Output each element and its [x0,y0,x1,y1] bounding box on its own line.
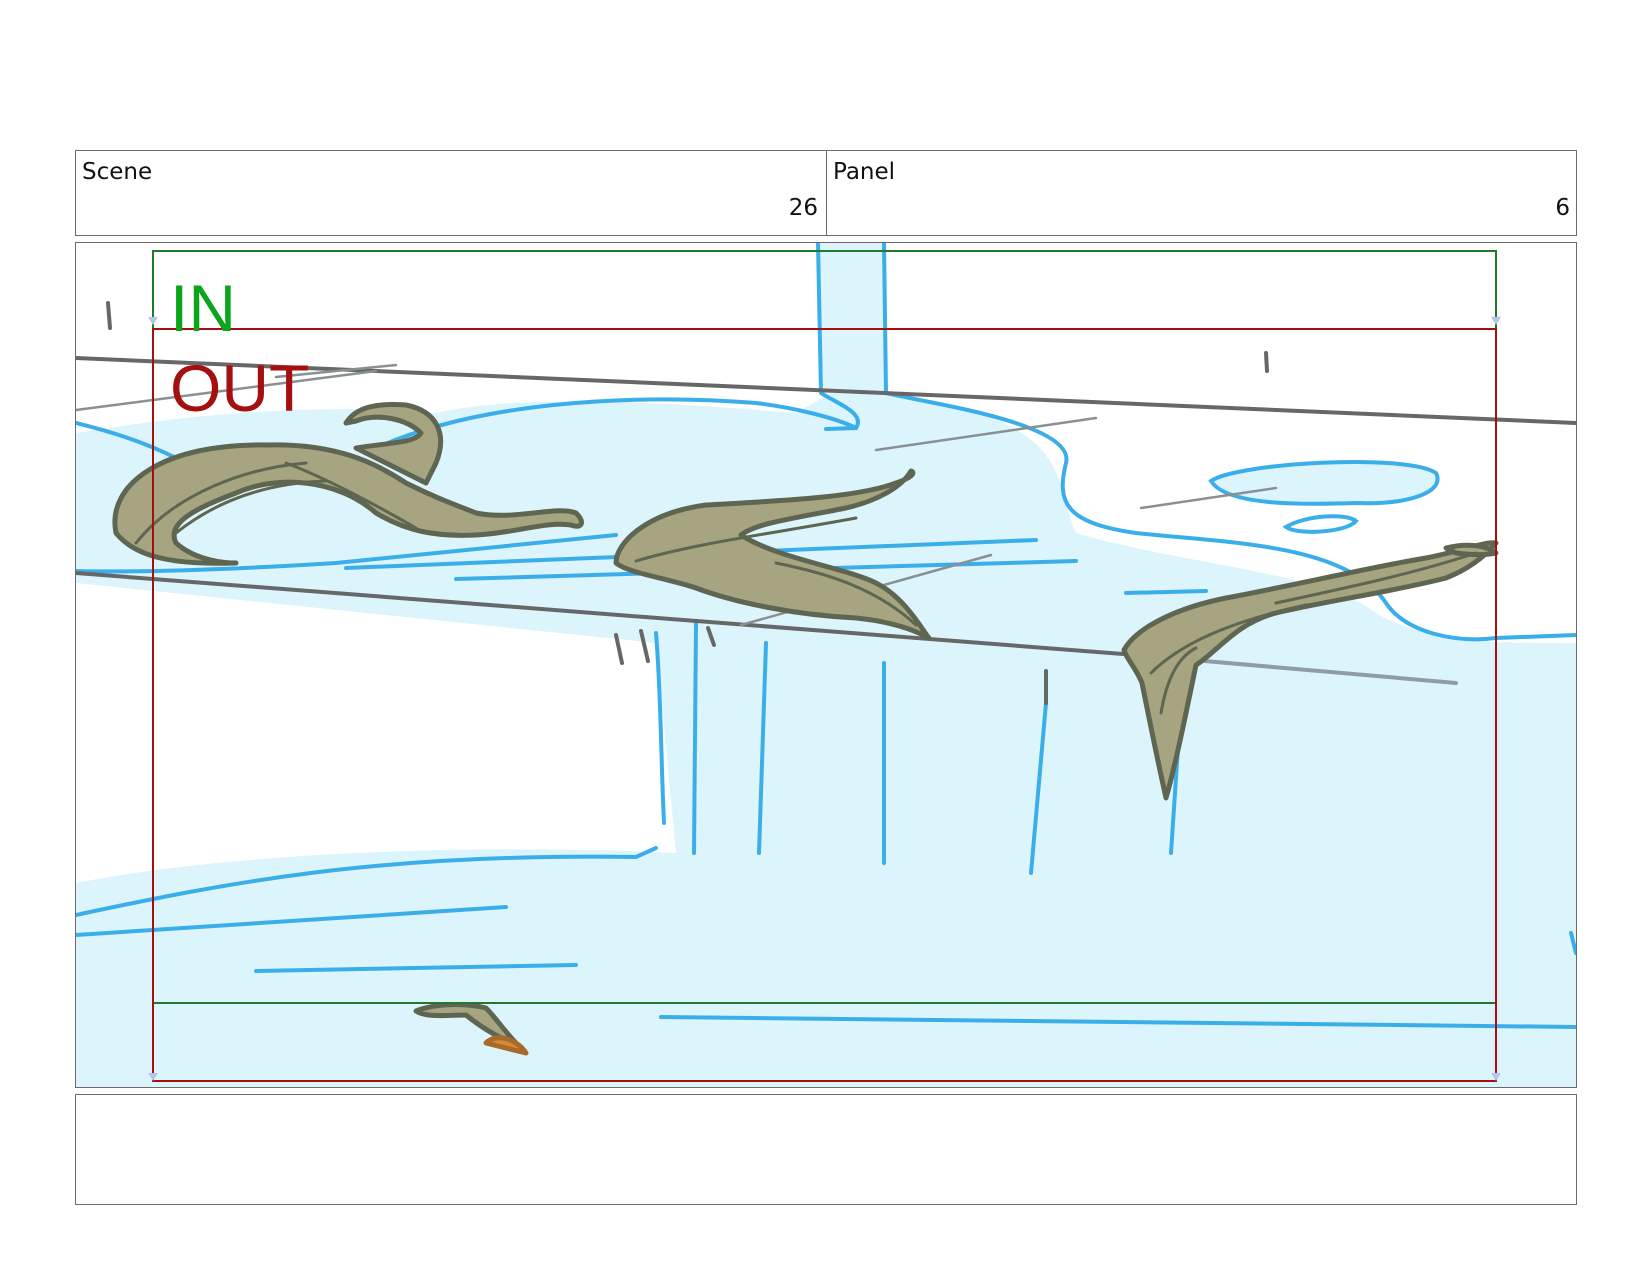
leaves [112,402,1499,1056]
panel-number[interactable]: 6 [1555,195,1570,221]
leaf-veins [134,461,1478,715]
out-frame-label: OUT [170,351,310,425]
scene-number[interactable]: 26 [788,195,818,221]
scene-label: Scene [82,159,153,185]
panel-cell: Panel 6 [827,151,1578,235]
scene-panel-header: Scene 26 Panel 6 [75,150,1577,236]
waterfall-sketch [76,243,1576,1087]
notes-area[interactable] [75,1094,1577,1205]
water-fill [76,243,1576,1087]
frame-arrow-markers [148,317,1501,1081]
storyboard-drawing-frame[interactable]: IN OUT [75,242,1577,1088]
scene-cell: Scene 26 [76,151,827,235]
panel-label: Panel [833,159,896,185]
in-frame-label: IN [170,271,236,345]
out-frame [152,328,1497,1082]
